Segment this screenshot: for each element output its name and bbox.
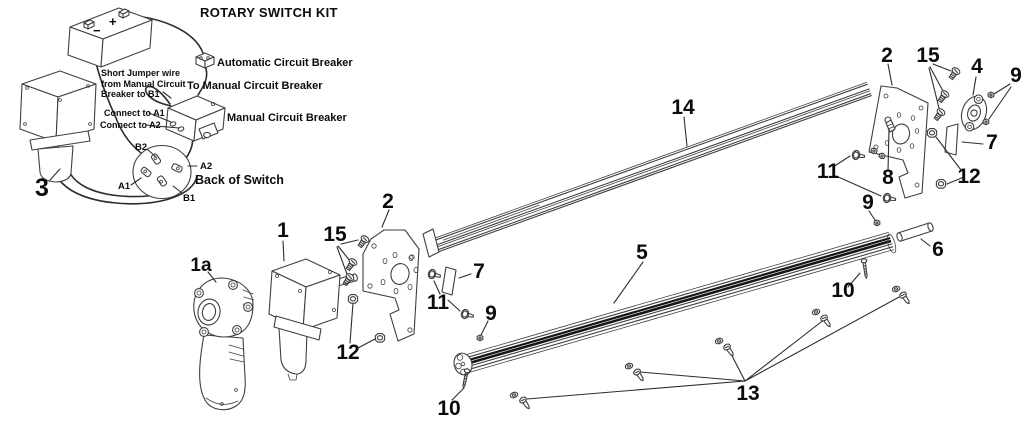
terminal-a2-label: A2 [200, 161, 212, 172]
callout-7-right: 7 [986, 131, 998, 154]
callout-1: 1 [277, 219, 289, 242]
battery-plus-symbol: + [109, 14, 117, 29]
motor-can [278, 327, 308, 375]
back-of-switch-label: Back of Switch [195, 173, 284, 187]
callout-9-left: 9 [485, 302, 497, 325]
callout-12-right: 12 [957, 165, 980, 188]
jumper-wire-loop [144, 85, 172, 107]
callout-10-left: 10 [437, 397, 460, 420]
idler-plate-left [362, 229, 420, 342]
breaker-terminal-a1 [169, 121, 177, 127]
callout-15-left: 15 [323, 223, 347, 246]
bolt-11-left-1 [426, 268, 443, 282]
slide-block-right [944, 123, 959, 156]
callout-14: 14 [671, 96, 695, 119]
gearbox-housing [193, 277, 255, 411]
inset-title: ROTARY SWITCH KIT [200, 5, 338, 20]
callout-6: 6 [932, 238, 944, 261]
slide-block-left [441, 266, 457, 296]
bolt-11-left-2 [459, 308, 476, 322]
nut-12-right-2 [935, 179, 947, 189]
terminal-b2-label: B2 [135, 142, 147, 153]
hardware-right [832, 63, 1012, 288]
manual-circuit-breaker [165, 95, 226, 142]
callout-4: 4 [971, 55, 983, 78]
terminal-a1-label: A1 [118, 181, 131, 192]
to-manual-breaker-label: To Manual Circuit Breaker [187, 80, 323, 92]
rotary-switch-kit-inset: + − [19, 5, 353, 205]
automatic-breaker-label: Automatic Circuit Breaker [217, 57, 353, 69]
callout-2-right: 2 [881, 44, 893, 67]
tube-end-right [886, 233, 897, 254]
connect-a1-label: Connect to A1 [104, 108, 165, 118]
bolt-11-right-2 [882, 192, 897, 205]
bolt-11-right-1 [851, 149, 866, 162]
motor-strap [273, 315, 322, 341]
callout-2-left: 2 [382, 190, 394, 213]
screw-9-right [873, 219, 881, 227]
tube-end-left [453, 352, 473, 376]
screw-13-1 [518, 395, 533, 412]
rotary-switch-back [132, 144, 192, 200]
manual-breaker-label: Manual Circuit Breaker [227, 112, 348, 124]
battery-minus-symbol: − [93, 23, 101, 38]
callout-12-left: 12 [336, 341, 359, 364]
screw-9-left [476, 334, 484, 342]
screw-9-far-right-1 [987, 91, 995, 99]
inset-leaders [49, 91, 198, 194]
jumper-note-line3: Breaker to B1 [101, 89, 160, 99]
drive-pin [896, 222, 934, 242]
switch-kit-motor [19, 70, 97, 183]
motor [268, 258, 358, 381]
breaker-terminal-a2 [177, 126, 185, 132]
screw-9-far-right-2 [982, 118, 990, 126]
callout-15-right: 15 [916, 44, 940, 67]
callout-3: 3 [35, 174, 49, 202]
callout-11-right: 11 [817, 160, 840, 183]
support-plate-right [868, 85, 929, 199]
pivot-flange [960, 94, 988, 132]
callout-9-far-right: 9 [1010, 64, 1022, 87]
callout-9-right: 9 [862, 191, 874, 214]
jumper-note-line2: from Manual Circuit [101, 79, 186, 89]
nut-12-left-2 [374, 333, 386, 343]
screw-13-3 [722, 342, 737, 359]
nut-12-left-1 [347, 294, 359, 304]
roller-tube [453, 231, 897, 376]
callout-1a: 1a [190, 255, 212, 276]
screw-15-right-1 [946, 65, 962, 82]
rail-end-cap [422, 228, 440, 258]
callout-10-right: 10 [831, 279, 854, 302]
jumper-note-line1: Short Jumper wire [101, 68, 180, 78]
battery: + − [67, 7, 153, 68]
terminal-b1-label: B1 [183, 193, 196, 204]
screw-10-right [860, 257, 870, 280]
callout-7-left: 7 [473, 260, 485, 283]
callout-8: 8 [882, 166, 894, 189]
callout-5: 5 [636, 241, 648, 264]
awning-rail [422, 82, 872, 258]
screw-15-right-3 [931, 106, 947, 123]
connect-a2-label: Connect to A2 [100, 120, 161, 130]
screw-15-left-2 [343, 256, 359, 273]
rail-screws [508, 284, 913, 412]
screw-13-2 [632, 367, 647, 384]
screw-15-right-2 [935, 88, 951, 105]
callout-13: 13 [736, 382, 759, 405]
screw-13-5 [898, 290, 913, 307]
nut-12-right-1 [926, 128, 938, 138]
callout-leaders [207, 116, 688, 304]
callout-11-left: 11 [427, 291, 450, 314]
hardware-left [336, 233, 489, 401]
screw-13-4 [819, 313, 834, 330]
automatic-circuit-breaker [195, 52, 215, 69]
